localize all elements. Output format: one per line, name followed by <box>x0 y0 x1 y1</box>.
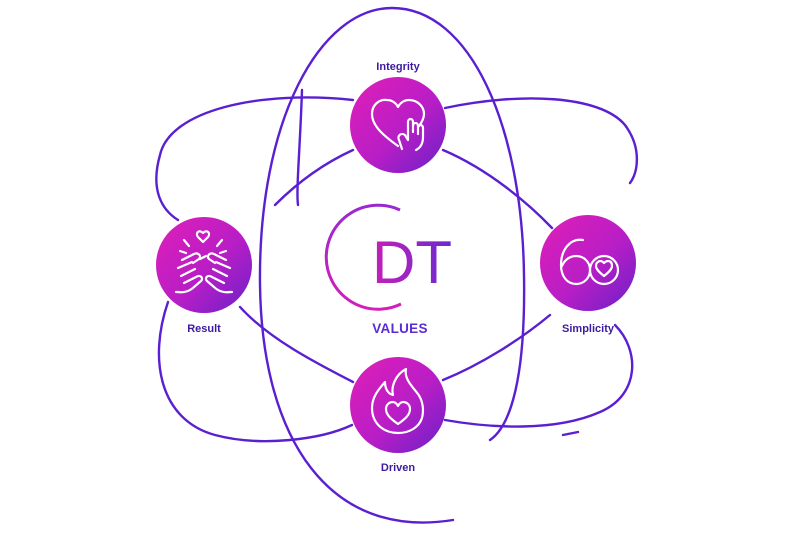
values-caption: VALUES <box>372 321 428 336</box>
connector-result-driven <box>238 305 355 384</box>
high-five-icon <box>174 230 234 294</box>
flame-heart-icon <box>370 367 425 435</box>
left-orbit <box>155 96 355 222</box>
connector-result-integrity-left <box>296 88 304 207</box>
node-integrity[interactable]: Integrity <box>350 61 446 173</box>
right-orbit-lower <box>443 323 634 428</box>
node-simplicity[interactable]: Simplicity <box>540 215 636 335</box>
node-result-label: Result <box>187 323 221 335</box>
node-driven-label: Driven <box>381 462 416 474</box>
sixty-heart-icon <box>559 238 620 286</box>
left-orbit-lower <box>157 300 354 443</box>
node-driven[interactable]: Driven <box>350 357 446 474</box>
connector-simplicity-driven <box>441 313 552 382</box>
connector-integrity-result <box>273 148 355 207</box>
node-result-circle <box>156 217 252 313</box>
right-orbit-tail <box>561 430 580 437</box>
connector-integrity-simplicity <box>441 148 554 230</box>
heart-hand-icon <box>370 98 426 152</box>
orbits <box>155 6 639 524</box>
right-orbit-upper <box>443 97 639 185</box>
logo-text: DT <box>372 229 452 296</box>
node-integrity-circle <box>350 77 446 173</box>
center-logo: DT VALUES <box>324 203 452 336</box>
node-integrity-label: Integrity <box>376 61 420 73</box>
node-result[interactable]: Result <box>156 217 252 335</box>
logo-arc <box>324 203 402 311</box>
node-simplicity-label: Simplicity <box>562 323 615 335</box>
